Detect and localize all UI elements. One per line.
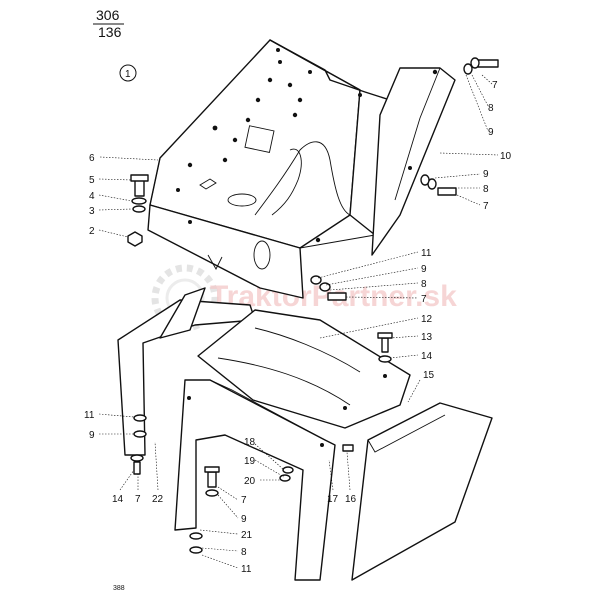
- leader-lines: [98, 74, 499, 569]
- callout-9: 9: [421, 264, 427, 275]
- callout-16: 16: [345, 494, 357, 505]
- page-number: 388: [113, 585, 125, 592]
- callout-4: 4: [89, 191, 95, 202]
- front-support-frame: [174, 379, 336, 581]
- callout-6: 6: [89, 153, 95, 164]
- callout-8: 8: [421, 279, 427, 290]
- callout-21: 21: [241, 530, 253, 541]
- callout-17: 17: [327, 494, 339, 505]
- callout-8: 8: [483, 184, 489, 195]
- callout-8: 8: [241, 547, 247, 558]
- callout-3: 3: [89, 206, 95, 217]
- callout-7: 7: [421, 294, 427, 305]
- callouts: 7 8 9 10 9 8 7 6 5 4 3 2 11 9 8 7 12 13 …: [84, 80, 512, 575]
- callout-10: 10: [500, 151, 512, 162]
- callout-7: 7: [241, 495, 247, 506]
- lower-side-panel: [351, 402, 493, 581]
- header-numerator: 306: [96, 7, 120, 23]
- callout-14: 14: [421, 351, 433, 362]
- callout-2: 2: [89, 226, 95, 237]
- callout-18: 18: [244, 437, 256, 448]
- callout-5: 5: [89, 175, 95, 186]
- header-denominator: 136: [98, 24, 122, 40]
- callout-11: 11: [241, 564, 252, 575]
- callout-14: 14: [112, 494, 124, 505]
- figure-marker: 1: [125, 69, 131, 80]
- callout-7: 7: [492, 80, 498, 91]
- callout-8: 8: [488, 103, 494, 114]
- callout-9: 9: [483, 169, 489, 180]
- callout-20: 20: [244, 476, 256, 487]
- dashboard-housing: [147, 39, 396, 299]
- callout-12: 12: [421, 314, 433, 325]
- figure-marker-circle: [119, 64, 137, 82]
- callout-15: 15: [423, 370, 435, 381]
- callout-11: 11: [84, 410, 95, 421]
- callout-9: 9: [241, 514, 247, 525]
- callout-9: 9: [488, 127, 494, 138]
- callout-7: 7: [483, 201, 489, 212]
- left-support-bracket: [117, 287, 256, 456]
- right-side-panel: [371, 67, 456, 256]
- callout-11: 11: [421, 248, 432, 259]
- callout-19: 19: [244, 456, 256, 467]
- callout-13: 13: [421, 332, 433, 343]
- callout-9: 9: [89, 430, 95, 441]
- callout-22: 22: [152, 494, 164, 505]
- callout-7: 7: [135, 494, 141, 505]
- top-cover-plate: [197, 309, 411, 429]
